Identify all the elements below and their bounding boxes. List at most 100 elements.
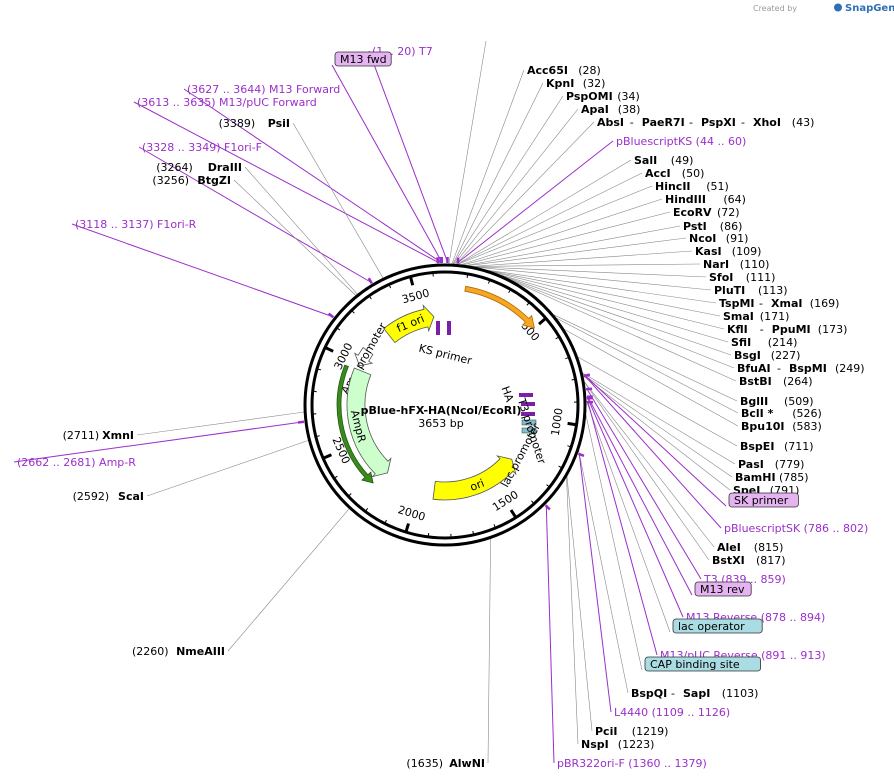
label-pbr322ori-f: pBR322ori-F (1360 .. 1379) — [557, 757, 707, 770]
bamhi-name: BamHI — [735, 471, 776, 484]
leader-t7-promoter — [448, 40, 487, 265]
bspei-pos: (711) — [784, 440, 814, 453]
absi-sep: - — [689, 116, 693, 129]
leader-m13puc-forward — [133, 101, 439, 263]
label-apai: ApaI(38) — [581, 103, 640, 116]
tspmi-sep: - — [759, 297, 763, 310]
snapgene-logo-icon — [834, 3, 842, 12]
t3-mark — [521, 402, 535, 406]
leader-kasi — [471, 250, 693, 267]
leader-bcli — [555, 317, 739, 414]
scai-name: ScaI — [118, 490, 144, 503]
minor-tick — [526, 302, 530, 306]
tick-label-3500: 3500 — [401, 286, 431, 306]
leader-btgzi — [233, 179, 357, 296]
label-bstbi: BstBI(264) — [739, 375, 813, 388]
label-btgzi: BtgZI(3256) — [152, 174, 231, 187]
leader-pluti — [472, 266, 712, 291]
bstxi-pos: (817) — [756, 554, 786, 567]
bfuai-sep: - — [777, 362, 781, 375]
tspmi-pos: (169) — [810, 297, 840, 310]
tick-mark-3500 — [409, 277, 415, 286]
label-bcli: BclI *(526) — [741, 407, 822, 420]
label-bpu10i: Bpu10I(583) — [741, 420, 822, 433]
btgzi-name: BtgZI — [197, 174, 231, 187]
bspei-name: BspEI — [740, 440, 774, 453]
primer-tick-l4440 — [577, 452, 585, 457]
primer-tick-f1ori-f — [367, 277, 373, 284]
lac-operator-box — [672, 618, 763, 634]
smai-pos: (171) — [760, 310, 790, 323]
leader-alei — [583, 381, 715, 548]
kfli-sep: - — [760, 323, 764, 336]
minor-tick — [567, 445, 571, 448]
label-psp0mi: PspOMI(34) — [566, 90, 640, 103]
leader-hincii — [457, 185, 653, 265]
feature-ori — [432, 455, 517, 501]
leader-bpu10i — [563, 328, 739, 427]
leader-bspei — [577, 356, 738, 447]
xmni-name: XmnI — [102, 429, 134, 442]
label-draiii: DraIII(3264) — [156, 161, 242, 174]
label-sk-primer: SK primer — [728, 492, 799, 508]
minor-tick — [558, 465, 562, 468]
bcli-pos: (526) — [792, 407, 822, 420]
label-sali: SalI(49) — [634, 154, 693, 167]
label-alei: AleI(815) — [717, 541, 783, 554]
snapgene-credit: Created by SnapGene — [753, 3, 894, 14]
tick-label-2000: 2000 — [396, 503, 427, 524]
label-pbluescriptks: pBluescriptKS (44 .. 60) — [616, 135, 746, 148]
ecorv-name: EcoRV — [673, 206, 712, 219]
primer-tick-pbluescriptsk — [583, 373, 591, 378]
lac-operator-text: lac operator — [678, 620, 745, 633]
acc65i-name: Acc65I — [527, 64, 568, 77]
bfuai-name-0: BfuAI — [737, 362, 771, 375]
tick-label-1500: 1500 — [490, 488, 521, 514]
minor-tick — [488, 280, 490, 284]
leader-lac-operator — [585, 399, 671, 633]
leader-pcii — [566, 475, 593, 732]
nmeaiii-name: NmeAIII — [176, 645, 225, 658]
feature-ampr — [346, 367, 392, 478]
pcii-pos: (1219) — [632, 725, 669, 738]
bstbi-pos: (264) — [783, 375, 813, 388]
nspi-pos: (1223) — [618, 738, 655, 751]
leader-acc65i — [451, 69, 525, 265]
lac-operator-mark — [521, 419, 537, 426]
leader-kpni — [452, 82, 544, 265]
xmni-pos: (2711) — [63, 429, 100, 442]
m13-forward-text: (3627 .. 3644) M13 Forward — [187, 83, 340, 96]
l4440-text: L4440 (1109 .. 1126) — [614, 706, 730, 719]
kasi-pos: (109) — [732, 245, 762, 258]
label-m13rev: M13 rev — [694, 581, 752, 597]
m13fwd-box — [334, 51, 392, 67]
m13rev-text: M13 rev — [700, 583, 745, 596]
leader-ncoi — [466, 237, 687, 266]
plasmid-backbone — [303, 263, 587, 547]
leader-f1ori-r — [71, 223, 333, 318]
sali-name: SalI — [634, 154, 657, 167]
bstxi-name: BstXI — [712, 554, 745, 567]
bspqi-sep: - — [671, 687, 675, 700]
label-bamhi: BamHI(785) — [735, 471, 809, 484]
scai-pos: (2592) — [73, 490, 110, 503]
nspi-name: NspI — [581, 738, 609, 751]
leader-cap-site — [585, 413, 643, 671]
leader-acci — [456, 172, 643, 265]
kfli-name-0: KflI — [727, 323, 748, 336]
label-psii: PsiI(3389) — [219, 117, 290, 130]
leader-amp-r — [13, 421, 304, 463]
primer-tick-pbr322ori-f — [544, 504, 551, 511]
label-cap-site: CAP binding site — [644, 656, 761, 672]
psii-pos: (3389) — [219, 117, 256, 130]
label-sfii: SfiI(214) — [731, 336, 797, 349]
sk-primer-box — [728, 492, 799, 508]
minor-tick — [317, 368, 322, 371]
bsgi-name: BsgI — [734, 349, 761, 362]
alwni-name: AlwNI — [449, 757, 485, 770]
alei-name: AleI — [717, 541, 741, 554]
label-bspqi: BspQI-SapI(1103) — [631, 687, 758, 700]
bspqi-pos: (1103) — [722, 687, 759, 700]
label-m13fwd: M13 fwd — [334, 51, 392, 67]
